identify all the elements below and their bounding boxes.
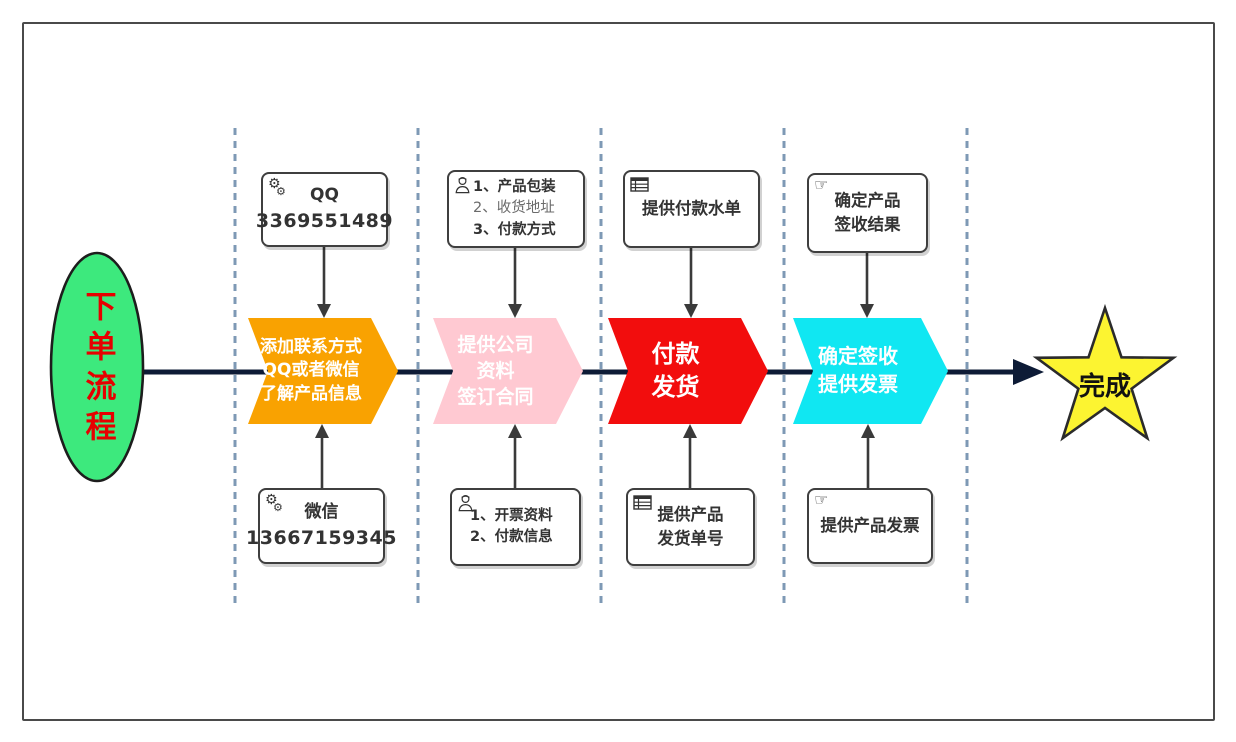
hand-icon: ☞	[814, 175, 829, 194]
box-line: 13667159345	[246, 526, 397, 549]
info-box-sign-result: ☞ 确定产品 签收结果	[807, 173, 928, 253]
info-box-shipping-number: 提供产品 发货单号	[626, 488, 755, 566]
flow-arrowhead-icon	[1013, 359, 1044, 385]
courier-icon	[457, 493, 474, 516]
finish-node-label: 完成	[1078, 372, 1131, 402]
box-line: 提供付款水单	[642, 199, 741, 219]
step-3-label: 付款 发货	[651, 339, 700, 401]
info-box-payment-slip: 提供付款水单	[623, 170, 760, 248]
box-line: 1、开票资料	[470, 507, 553, 524]
arrowhead-up-icon	[861, 424, 875, 438]
box-line: 3、付款方式	[473, 221, 556, 238]
arrowhead-up-icon	[508, 424, 522, 438]
info-box-order-details: 1、产品包装 2、收货地址 3、付款方式	[447, 170, 585, 248]
step-1-label: 添加联系方式 QQ或者微信 了解产品信息	[260, 336, 362, 404]
gears-icon: ⚙⚙	[265, 492, 283, 514]
arrowhead-up-icon	[315, 424, 329, 438]
start-node-label: 下单流程	[79, 290, 116, 450]
box-line: 提供产品发票	[820, 516, 920, 536]
gears-icon: ⚙⚙	[268, 176, 286, 198]
step-4-label: 确定签收 提供发票	[818, 344, 898, 396]
arrowhead-down-icon	[508, 304, 522, 318]
arrowhead-down-icon	[317, 304, 331, 318]
info-box-wechat: ⚙⚙ 微信 13667159345	[246, 488, 396, 564]
box-line: 提供产品 发货单号	[657, 505, 724, 548]
arrowhead-up-icon	[683, 424, 697, 438]
step-chevron-1	[248, 318, 398, 424]
step-2-label: 提供公司 资料 签订合同	[457, 333, 534, 409]
box-line: QQ	[310, 185, 339, 206]
box-line: 微信	[304, 501, 339, 522]
hand-icon: ☞	[814, 490, 829, 509]
start-ellipse	[49, 251, 145, 483]
box-line: 1、产品包装	[473, 179, 556, 196]
finish-star	[1032, 303, 1178, 442]
box-line: 2、收货地址	[473, 200, 555, 217]
box-line: 确定产品 签收结果	[834, 191, 901, 234]
courier-icon	[454, 175, 471, 198]
ledger-icon	[633, 495, 652, 514]
info-box-qq: ⚙⚙ QQ 3369551489	[256, 172, 393, 247]
step-chevron-3	[608, 318, 768, 424]
arrowhead-down-icon	[860, 304, 874, 318]
ledger-icon	[630, 177, 649, 196]
step-chevron-4	[793, 318, 948, 424]
arrowhead-down-icon	[684, 304, 698, 318]
info-box-product-invoice: ☞ 提供产品发票	[807, 488, 933, 564]
box-line: 3369551489	[255, 210, 394, 233]
info-box-invoice-info: 1、开票资料 2、付款信息	[450, 488, 581, 566]
step-chevron-2	[433, 318, 583, 424]
box-line: 2、付款信息	[470, 529, 553, 545]
